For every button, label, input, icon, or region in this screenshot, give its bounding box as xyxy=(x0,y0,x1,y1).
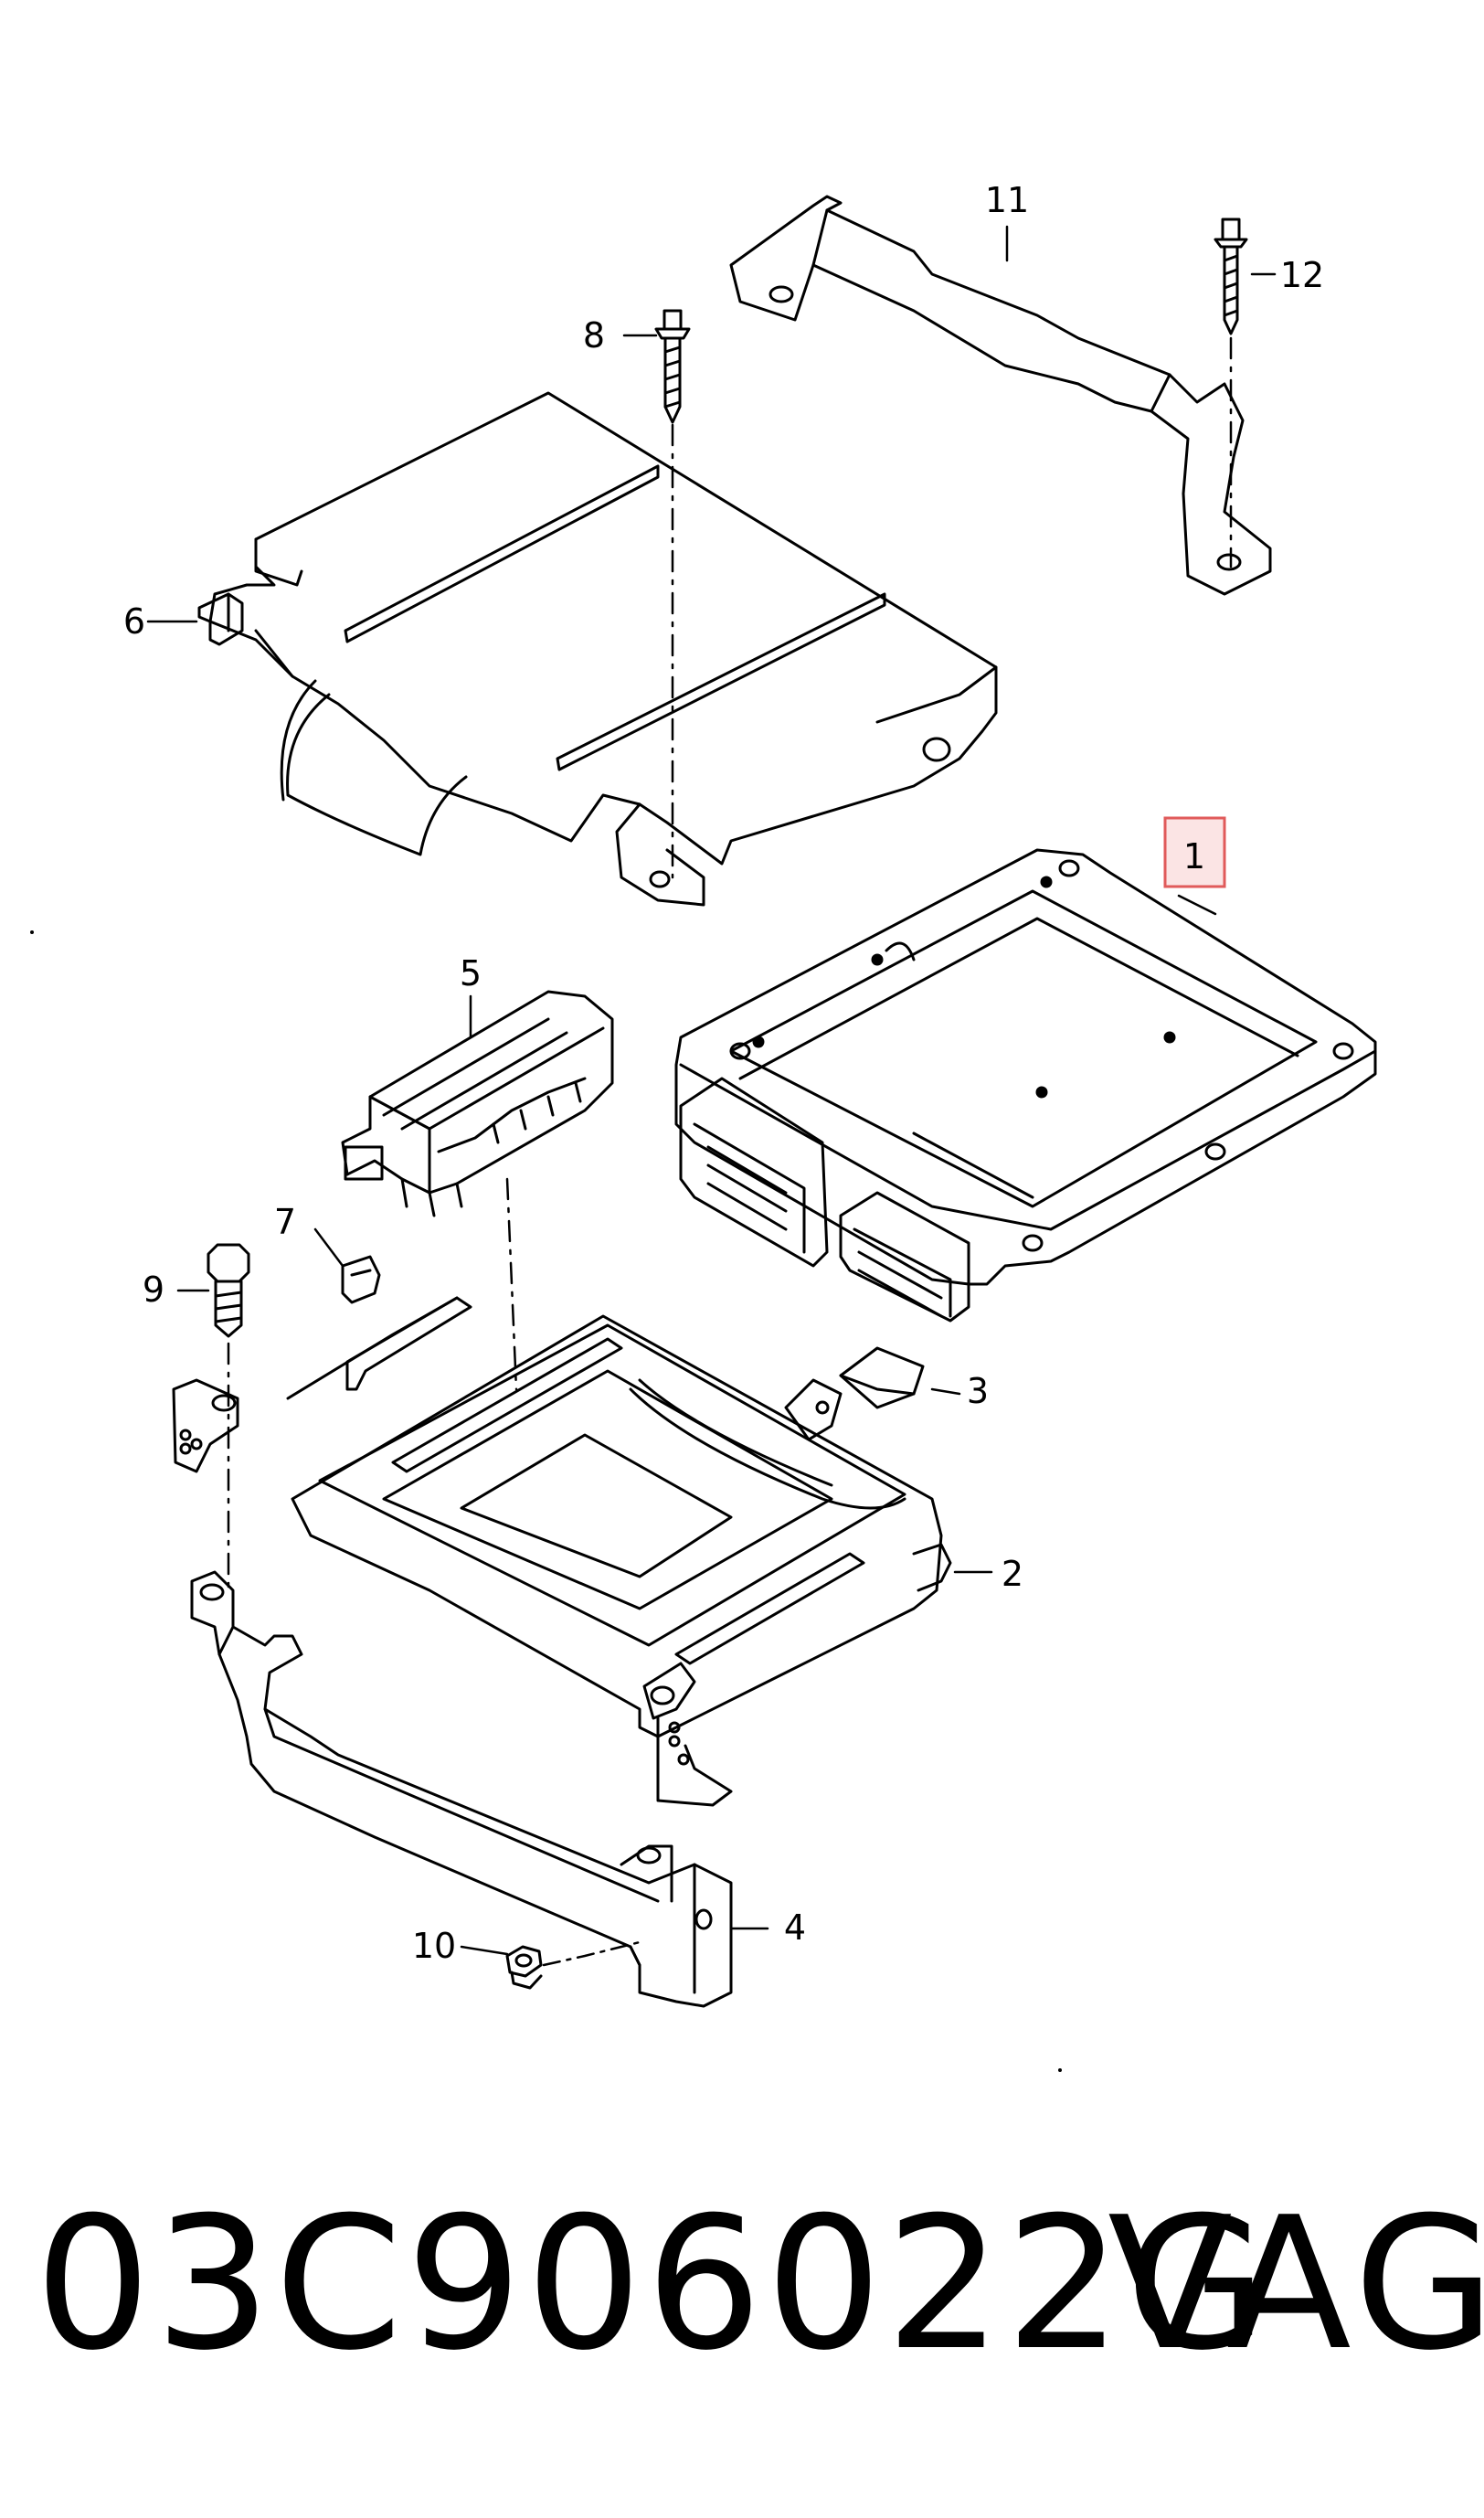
callout-4: 4 xyxy=(784,1907,806,1948)
cover-plate xyxy=(208,391,998,907)
callout-highlight-box xyxy=(1163,816,1226,888)
callout-12: 12 xyxy=(1280,255,1324,295)
bracket-lower xyxy=(190,1570,733,2008)
stray-dot xyxy=(30,930,34,934)
screw-8 xyxy=(654,309,691,879)
clip-6 xyxy=(197,592,244,646)
bolt-9 xyxy=(207,1243,250,1592)
callout-11: 11 xyxy=(985,180,1029,220)
callout-9: 9 xyxy=(143,1270,164,1310)
callout-10: 10 xyxy=(412,1926,456,1966)
callout-1: 1 xyxy=(1183,836,1205,877)
screw-12 xyxy=(1214,218,1248,568)
callout-2: 2 xyxy=(1002,1554,1023,1594)
callout-3: 3 xyxy=(967,1371,989,1411)
clip-7 xyxy=(341,1255,381,1304)
brand-label: VAG xyxy=(1108,2178,1484,2391)
stray-dot xyxy=(1058,2068,1062,2072)
pad-3 xyxy=(839,1346,925,1409)
ecu-unit xyxy=(674,848,1377,1323)
leader-lines xyxy=(146,225,1277,1956)
bracket-upper xyxy=(729,195,1272,596)
connector-5 xyxy=(341,990,614,1217)
callout-8: 8 xyxy=(583,315,605,356)
dash-line-10 xyxy=(542,1940,641,1967)
callout-5: 5 xyxy=(460,953,482,993)
callout-7: 7 xyxy=(274,1202,296,1242)
dash-line-5 xyxy=(505,1177,518,1391)
nut-10 xyxy=(505,1945,543,1990)
callout-6: 6 xyxy=(123,601,145,642)
base-tray xyxy=(172,1296,952,1807)
part-number-label: 03C906022G xyxy=(35,2178,1271,2391)
